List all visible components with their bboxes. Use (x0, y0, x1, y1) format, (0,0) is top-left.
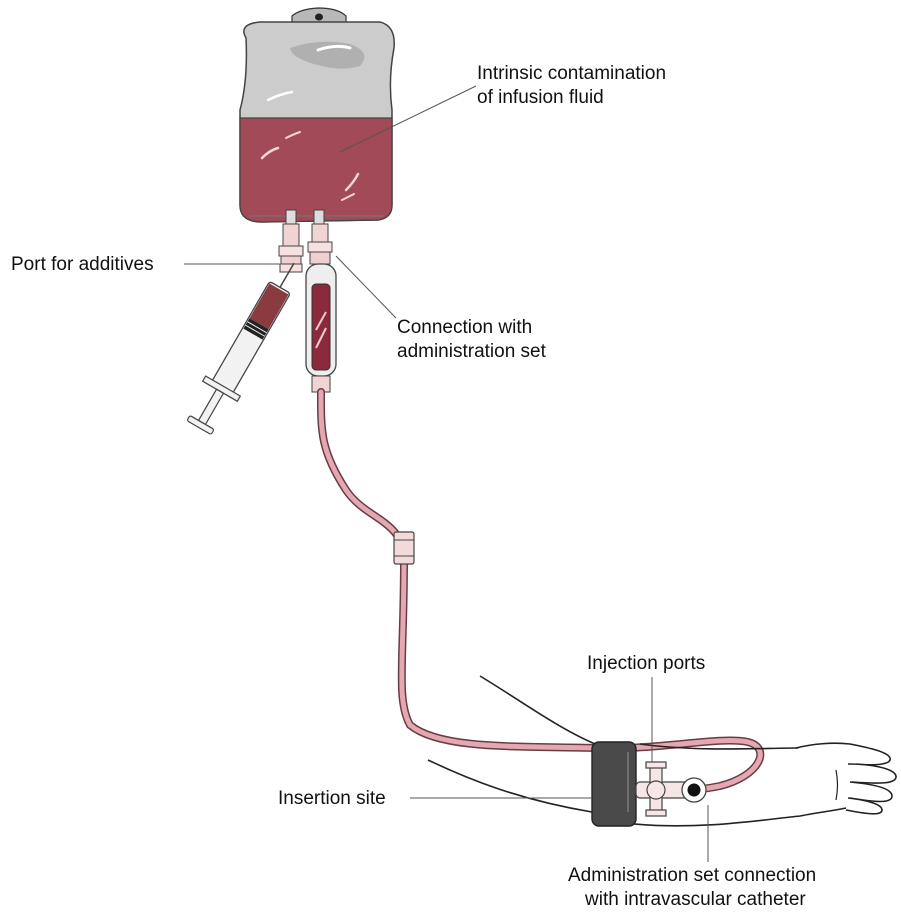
catheter-hub (636, 762, 706, 816)
label-connection-line1: Connection with (397, 316, 532, 339)
tubing-connector (394, 532, 414, 564)
insertion-dressing (592, 742, 636, 826)
syringe (182, 253, 312, 438)
label-connection-line2: administration set (397, 340, 546, 363)
label-injection-ports: Injection ports (587, 652, 705, 675)
label-admin-connection-line2: with intravascular catheter (585, 888, 806, 911)
patient-hand (796, 743, 896, 814)
label-admin-connection-line1: Administration set connection (568, 864, 816, 887)
label-contamination-line2: of infusion fluid (477, 86, 604, 109)
drip-chamber (306, 264, 336, 392)
label-contamination-line1: Intrinsic contamination (477, 62, 666, 85)
label-port-additives: Port for additives (11, 253, 154, 276)
infusion-bag (240, 8, 394, 224)
label-insertion-site: Insertion site (278, 787, 386, 810)
iv-tubing (321, 392, 760, 790)
